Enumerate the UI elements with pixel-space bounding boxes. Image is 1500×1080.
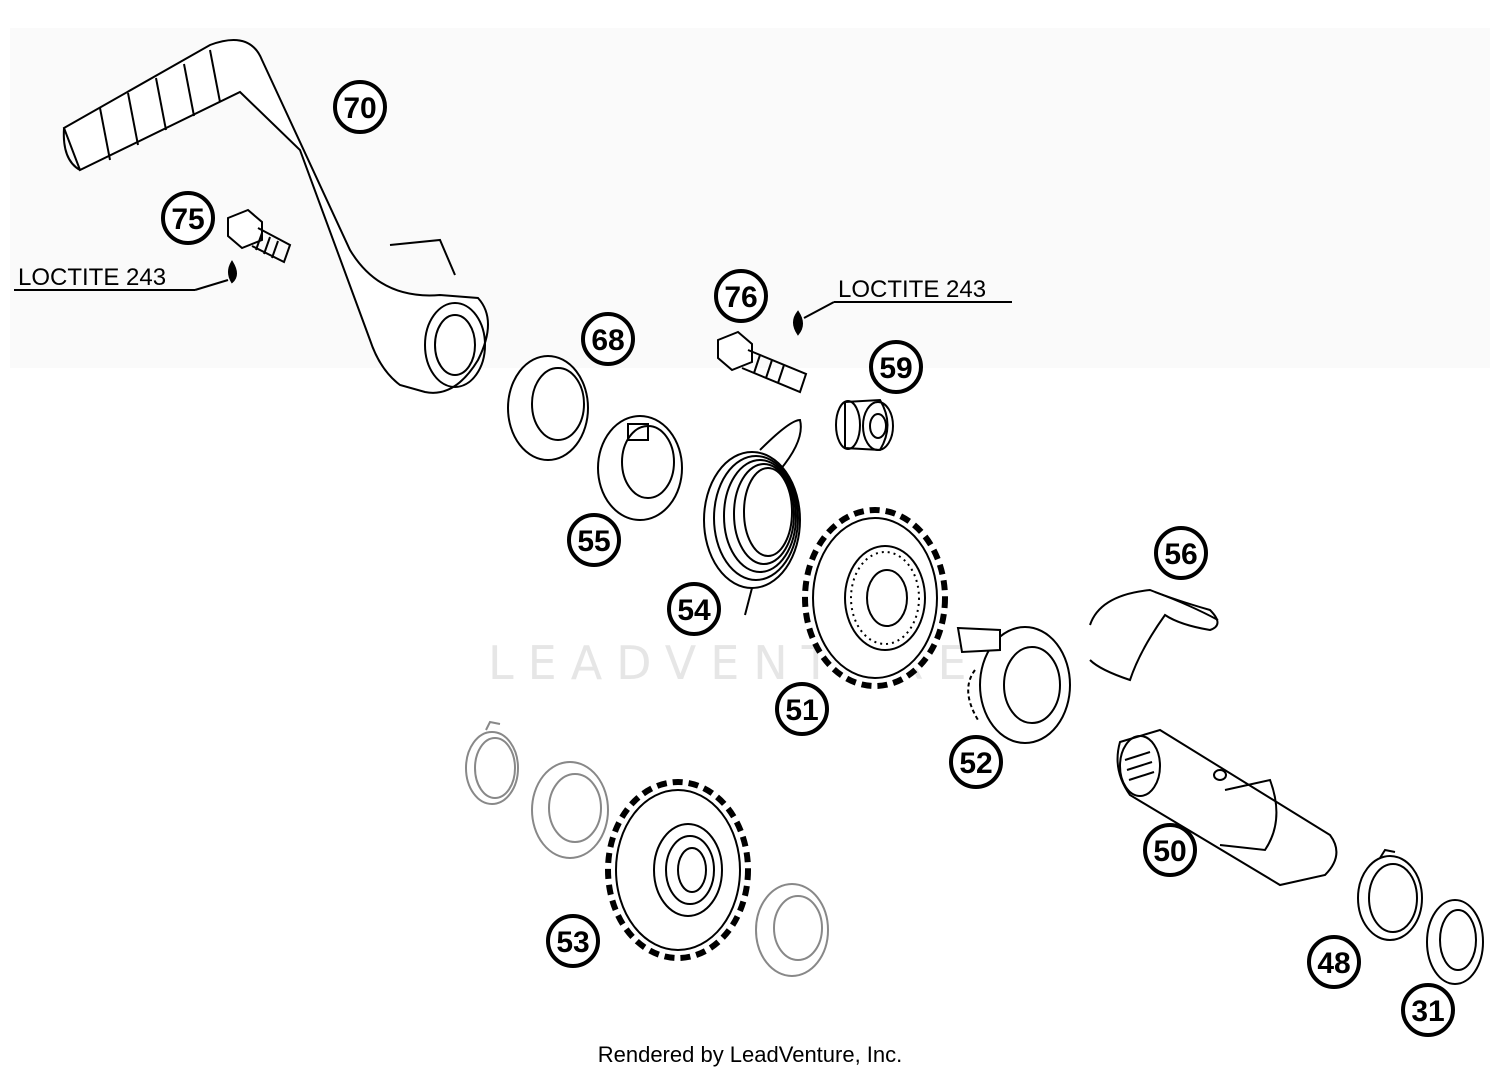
svg-text:75: 75 [171, 203, 204, 236]
svg-text:48: 48 [1317, 947, 1350, 980]
callout-68: 68 [581, 312, 635, 366]
callout-70: 70 [333, 80, 387, 134]
part-gear-53 [605, 779, 751, 961]
part-gear-51 [802, 507, 948, 689]
part-kick-lever [62, 39, 489, 394]
part-washer-31 [1426, 899, 1484, 985]
callout-75: 75 [161, 191, 215, 245]
callout-53: 53 [546, 914, 600, 968]
part-circlip-left [465, 720, 519, 805]
part-bolt-75 [227, 208, 292, 264]
part-seal-68 [507, 355, 589, 461]
footer-credit: Rendered by LeadVenture, Inc. [597, 1042, 903, 1067]
part-spring-54 [703, 418, 802, 616]
callout-55: 55 [567, 513, 621, 567]
part-ratchet-52 [956, 626, 1071, 744]
callout-50: 50 [1143, 823, 1197, 877]
part-washer-left [531, 761, 609, 859]
svg-text:56: 56 [1164, 538, 1197, 571]
leader-loctite-left-tail [194, 279, 229, 291]
part-bushing-55 [597, 415, 683, 521]
loctite-drop-left [228, 260, 237, 284]
svg-text:31: 31 [1411, 995, 1444, 1028]
part-washer-right-of-gear [755, 883, 829, 977]
callout-48: 48 [1307, 935, 1361, 989]
svg-text:76: 76 [724, 281, 757, 314]
callout-51: 51 [775, 682, 829, 736]
leader-loctite-right-tail [803, 301, 835, 319]
part-shaft-50 [1116, 728, 1338, 887]
callout-76: 76 [714, 269, 768, 323]
svg-text:51: 51 [785, 694, 818, 727]
svg-text:52: 52 [959, 747, 992, 780]
note-loctite-right: LOCTITE 243 [838, 276, 986, 303]
part-spring-clip-56 [1089, 588, 1219, 682]
svg-text:54: 54 [677, 594, 711, 627]
svg-text:53: 53 [556, 926, 589, 959]
callout-56: 56 [1154, 526, 1208, 580]
loctite-drop-right [793, 310, 803, 336]
svg-text:59: 59 [879, 352, 912, 385]
callout-52: 52 [949, 735, 1003, 789]
svg-text:70: 70 [343, 92, 376, 125]
part-circlip-48 [1357, 848, 1423, 941]
part-spacer-59 [835, 398, 894, 452]
callout-54: 54 [667, 582, 721, 636]
svg-text:55: 55 [577, 525, 610, 558]
svg-text:68: 68 [591, 324, 624, 357]
callout-59: 59 [869, 340, 923, 394]
svg-text:50: 50 [1153, 835, 1186, 868]
note-loctite-left: LOCTITE 243 [18, 264, 166, 291]
part-bolt-76 [717, 330, 808, 394]
callout-31: 31 [1401, 983, 1455, 1037]
